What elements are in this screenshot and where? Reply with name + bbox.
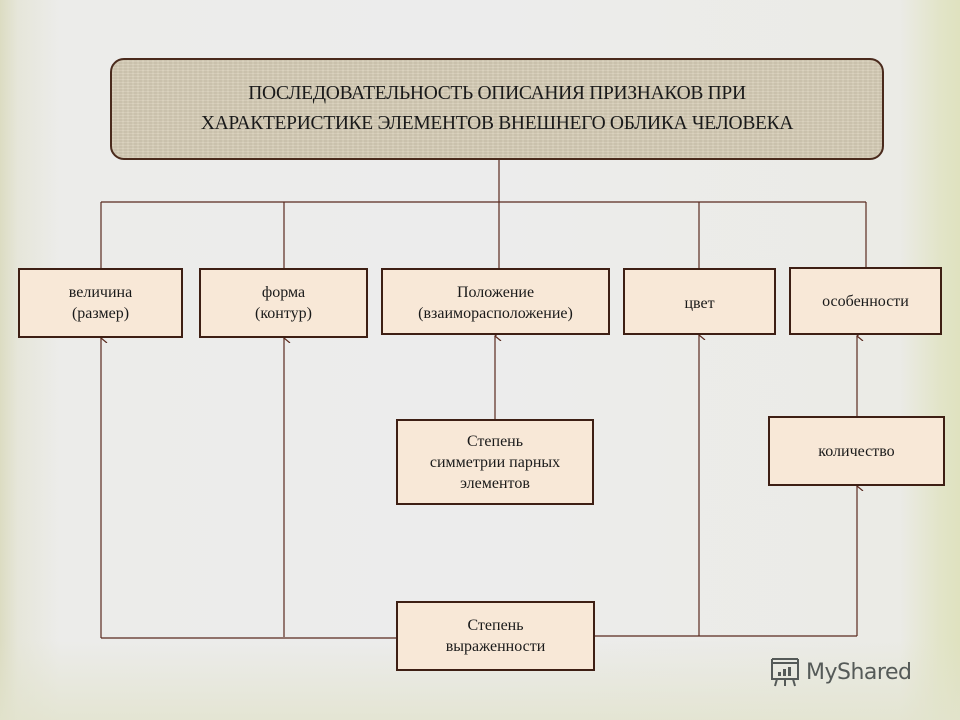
modifier-symmetry-line-1: Степень — [466, 432, 524, 450]
title-line-1: ПОСЛЕДОВАТЕЛЬНОСТЬ ОПИСАНИЯ ПРИЗНАКОВ ПР… — [248, 83, 746, 104]
feature-shape-sublabel: (контур) — [255, 305, 312, 322]
feature-position-sublabel: (взаиморасположение) — [418, 305, 573, 322]
watermark: MyShared — [768, 655, 912, 689]
feature-box-size: величина (размер) — [18, 268, 183, 338]
title-line-2: ХАРАКТЕРИСТИКЕ ЭЛЕМЕНТОВ ВНЕШНЕГО ОБЛИКА… — [200, 113, 794, 134]
modifier-quantity-label: количество — [818, 442, 895, 460]
modifier-expression-line-1: Степень — [467, 617, 524, 634]
feature-size-sublabel: (размер) — [71, 305, 130, 322]
feature-box-peculiarities: особенности — [789, 267, 942, 335]
feature-box-shape: форма (контур) — [199, 268, 368, 338]
watermark-text: MyShared — [806, 659, 912, 685]
feature-box-color: цвет — [623, 268, 776, 335]
feature-size-label: величина — [68, 284, 133, 301]
feature-shape-label: форма — [261, 284, 306, 301]
modifier-box-symmetry: Степень симметрии парных элементов — [396, 419, 594, 505]
diagram-title-box: ПОСЛЕДОВАТЕЛЬНОСТЬ ОПИСАНИЯ ПРИЗНАКОВ ПР… — [110, 58, 884, 160]
presentation-board-icon — [771, 658, 799, 687]
feature-peculiarities-label: особенности — [822, 292, 909, 310]
modifier-box-expression: Степень выраженности — [396, 601, 595, 671]
modifier-symmetry-line-2: симметрии парных — [429, 453, 561, 471]
feature-position-label: Положение — [456, 284, 535, 301]
feature-color-label: цвет — [684, 295, 715, 312]
feature-box-position: Положение (взаиморасположение) — [381, 268, 610, 335]
modifier-symmetry-line-3: элементов — [460, 474, 530, 492]
modifier-expression-line-2: выраженности — [445, 638, 546, 655]
modifier-box-quantity: количество — [768, 416, 945, 486]
